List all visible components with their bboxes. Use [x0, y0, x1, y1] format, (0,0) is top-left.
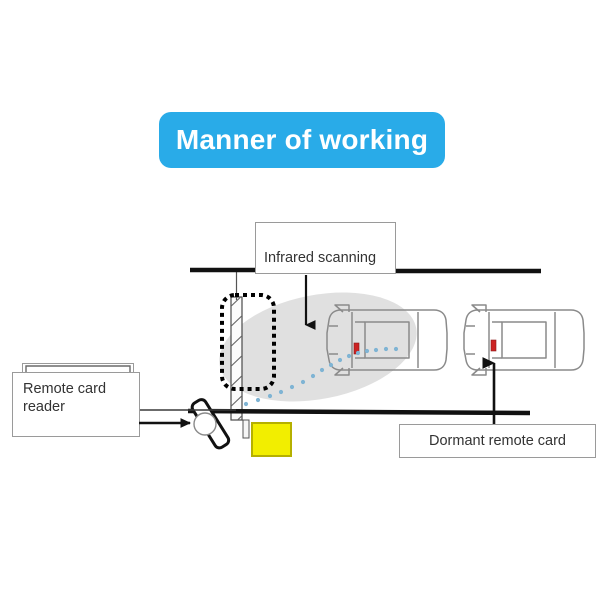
pole-base-tab [242, 419, 250, 439]
yellow-cabinet [251, 422, 292, 457]
reader-coverage-zone [220, 293, 276, 391]
page-title: Manner of working [175, 124, 429, 155]
car-far [463, 304, 585, 376]
callout-dormant-remote-card-label: Dormant remote card [429, 432, 566, 449]
callout-remote-card-reader-line2: reader [23, 399, 65, 416]
callout-infrared-scanning: Infrared scanning [255, 222, 396, 274]
callout-infrared-scanning-label: Infrared scanning [264, 249, 377, 266]
signal-dot-arc [243, 346, 399, 407]
remote-card-far [490, 339, 497, 352]
barrier-pivot [193, 412, 217, 436]
callout-remote-card-reader-line1: Remote card [23, 381, 107, 397]
car-near [326, 304, 448, 376]
callout-dormant-remote-card: Dormant remote card [399, 424, 596, 458]
road-line-bottom [187, 408, 531, 416]
scan-field-ellipse [219, 292, 417, 402]
callout-remote-card-reader-label: Remote card reader [13, 373, 114, 416]
title-banner: Manner of working [159, 112, 445, 168]
callout-remote-card-reader: Remote card reader [12, 372, 140, 437]
